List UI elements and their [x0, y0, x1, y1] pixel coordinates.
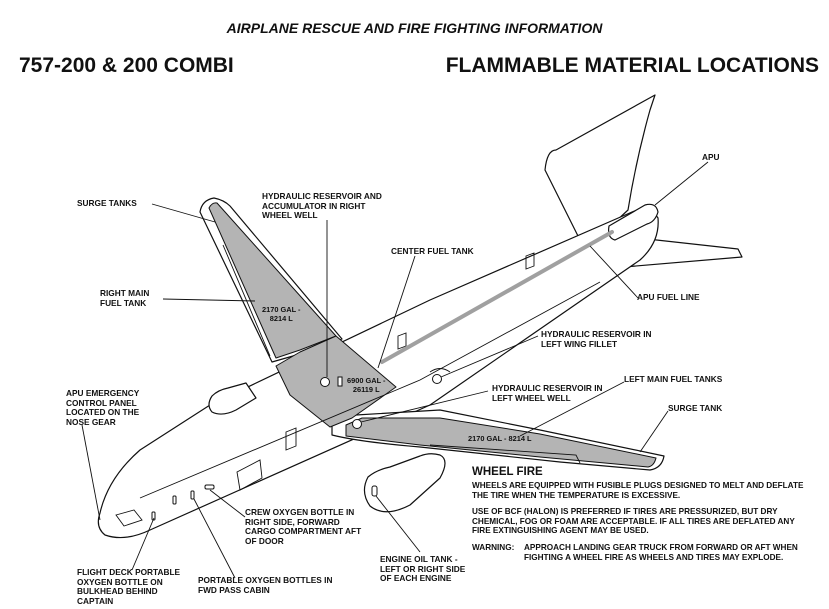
volume-right-wing-tank: 2170 GAL - 8214 L	[262, 305, 301, 323]
label-portable-oxygen-bottles: PORTABLE OXYGEN BOTTLES IN FWD PASS CABI…	[198, 575, 333, 595]
accumulator-marker	[337, 376, 343, 387]
label-surge-tank: SURGE TANK	[668, 403, 723, 413]
label-left-main-fuel-tanks: LEFT MAIN FUEL TANKS	[624, 374, 723, 384]
leader-hydraulic-fillet	[440, 335, 539, 378]
label-right-main-fuel-tank: RIGHT MAIN FUEL TANK	[100, 288, 150, 308]
leader-surge-tank	[639, 410, 669, 453]
aft-door	[525, 252, 535, 270]
entry-door-outline	[285, 427, 297, 451]
warning-label: WARNING:	[472, 542, 515, 552]
portable-oxygen-marker-2	[190, 490, 195, 500]
cockpit-windows	[115, 509, 143, 527]
leader-surge-tanks	[151, 203, 216, 223]
label-surge-tanks: SURGE TANKS	[77, 198, 137, 208]
wheel-fire-paragraph-1: WHEELS ARE EQUIPPED WITH FUSIBLE PLUGS D…	[472, 481, 804, 500]
right-engine	[208, 382, 257, 415]
document-title: AIRPLANE RESCUE AND FIRE FIGHTING INFORM…	[226, 20, 603, 36]
hydraulic-right-marker	[320, 377, 330, 387]
over-wing-door	[397, 332, 407, 350]
label-center-fuel-tank: CENTER FUEL TANK	[391, 246, 474, 256]
label-hydraulic-left-wheel-well: HYDRAULIC RESERVOIR IN LEFT WHEEL WELL	[492, 383, 603, 403]
wheel-fire-section: WHEEL FIRE WHEELS ARE EQUIPPED WITH FUSI…	[472, 466, 812, 562]
left-main-fuel-tank	[345, 417, 657, 468]
leader-apu	[654, 161, 709, 206]
label-crew-oxygen-bottle: CREW OXYGEN BOTTLE IN RIGHT SIDE, FORWAR…	[245, 507, 362, 546]
leader-portable-oxygen	[193, 498, 236, 579]
wing-flap-line	[429, 444, 581, 464]
leader-flight-deck-oxygen	[131, 517, 155, 571]
apu-exhaust	[608, 203, 659, 241]
leader-right-main-tank	[162, 298, 256, 302]
leader-apu-emergency	[81, 424, 101, 521]
leader-center-fuel-tank	[377, 255, 416, 369]
label-apu-fuel-line: APU FUEL LINE	[637, 292, 700, 302]
leader-hydraulic-wheel	[360, 390, 489, 423]
section-title: FLAMMABLE MATERIAL LOCATIONS	[445, 54, 819, 77]
volume-center-tank: 6900 GAL - 26119 L	[347, 376, 386, 394]
right-main-fuel-tank	[208, 202, 337, 359]
label-engine-oil-tank: ENGINE OIL TANK - LEFT OR RIGHT SIDE OF …	[380, 554, 466, 584]
leader-crew-oxygen	[209, 489, 246, 518]
label-apu-emergency-panel: APU EMERGENCY CONTROL PANEL LOCATED ON T…	[66, 388, 140, 427]
engine-oil-marker	[371, 485, 378, 497]
hydraulic-fillet-marker	[432, 374, 442, 384]
leader-apu-fuel-line	[589, 245, 639, 299]
apu-fuel-line	[380, 230, 614, 364]
warning-text: APPROACH LANDING GEAR TRUCK FROM FORWARD…	[524, 542, 798, 562]
label-apu: APU	[702, 152, 720, 162]
cargo-door-outline	[236, 459, 263, 491]
leader-engine-oil	[375, 495, 421, 553]
aircraft-model: 757-200 & 200 COMBI	[19, 54, 234, 77]
wheel-fire-title: WHEEL FIRE	[472, 466, 543, 478]
label-hydraulic-left-wing-fillet: HYDRAULIC RESERVOIR IN LEFT WING FILLET	[541, 329, 652, 349]
portable-oxygen-marker-1	[172, 495, 177, 505]
cabin-floor-line	[139, 281, 601, 499]
label-hydraulic-right-wheel-well: HYDRAULIC RESERVOIR AND ACCUMULATOR IN R…	[262, 191, 382, 221]
label-flight-deck-oxygen: FLIGHT DECK PORTABLE OXYGEN BOTTLE ON BU…	[77, 567, 181, 606]
engine	[363, 453, 446, 513]
wheel-fire-warning: WARNING: APPROACH LANDING GEAR TRUCK FRO…	[472, 543, 812, 562]
crew-oxygen-marker	[204, 484, 215, 490]
leader-left-main-tanks	[519, 381, 625, 437]
vertical-stabilizer	[544, 94, 656, 251]
wheel-fire-paragraph-2: USE OF BCF (HALON) IS PREFERRED IF TIRES…	[472, 507, 795, 536]
volume-left-wing-tank: 2170 GAL - 8214 L	[468, 434, 532, 443]
fillet-outline	[429, 368, 451, 373]
hydraulic-wheel-marker	[352, 419, 362, 429]
center-fuel-tank	[275, 335, 397, 428]
